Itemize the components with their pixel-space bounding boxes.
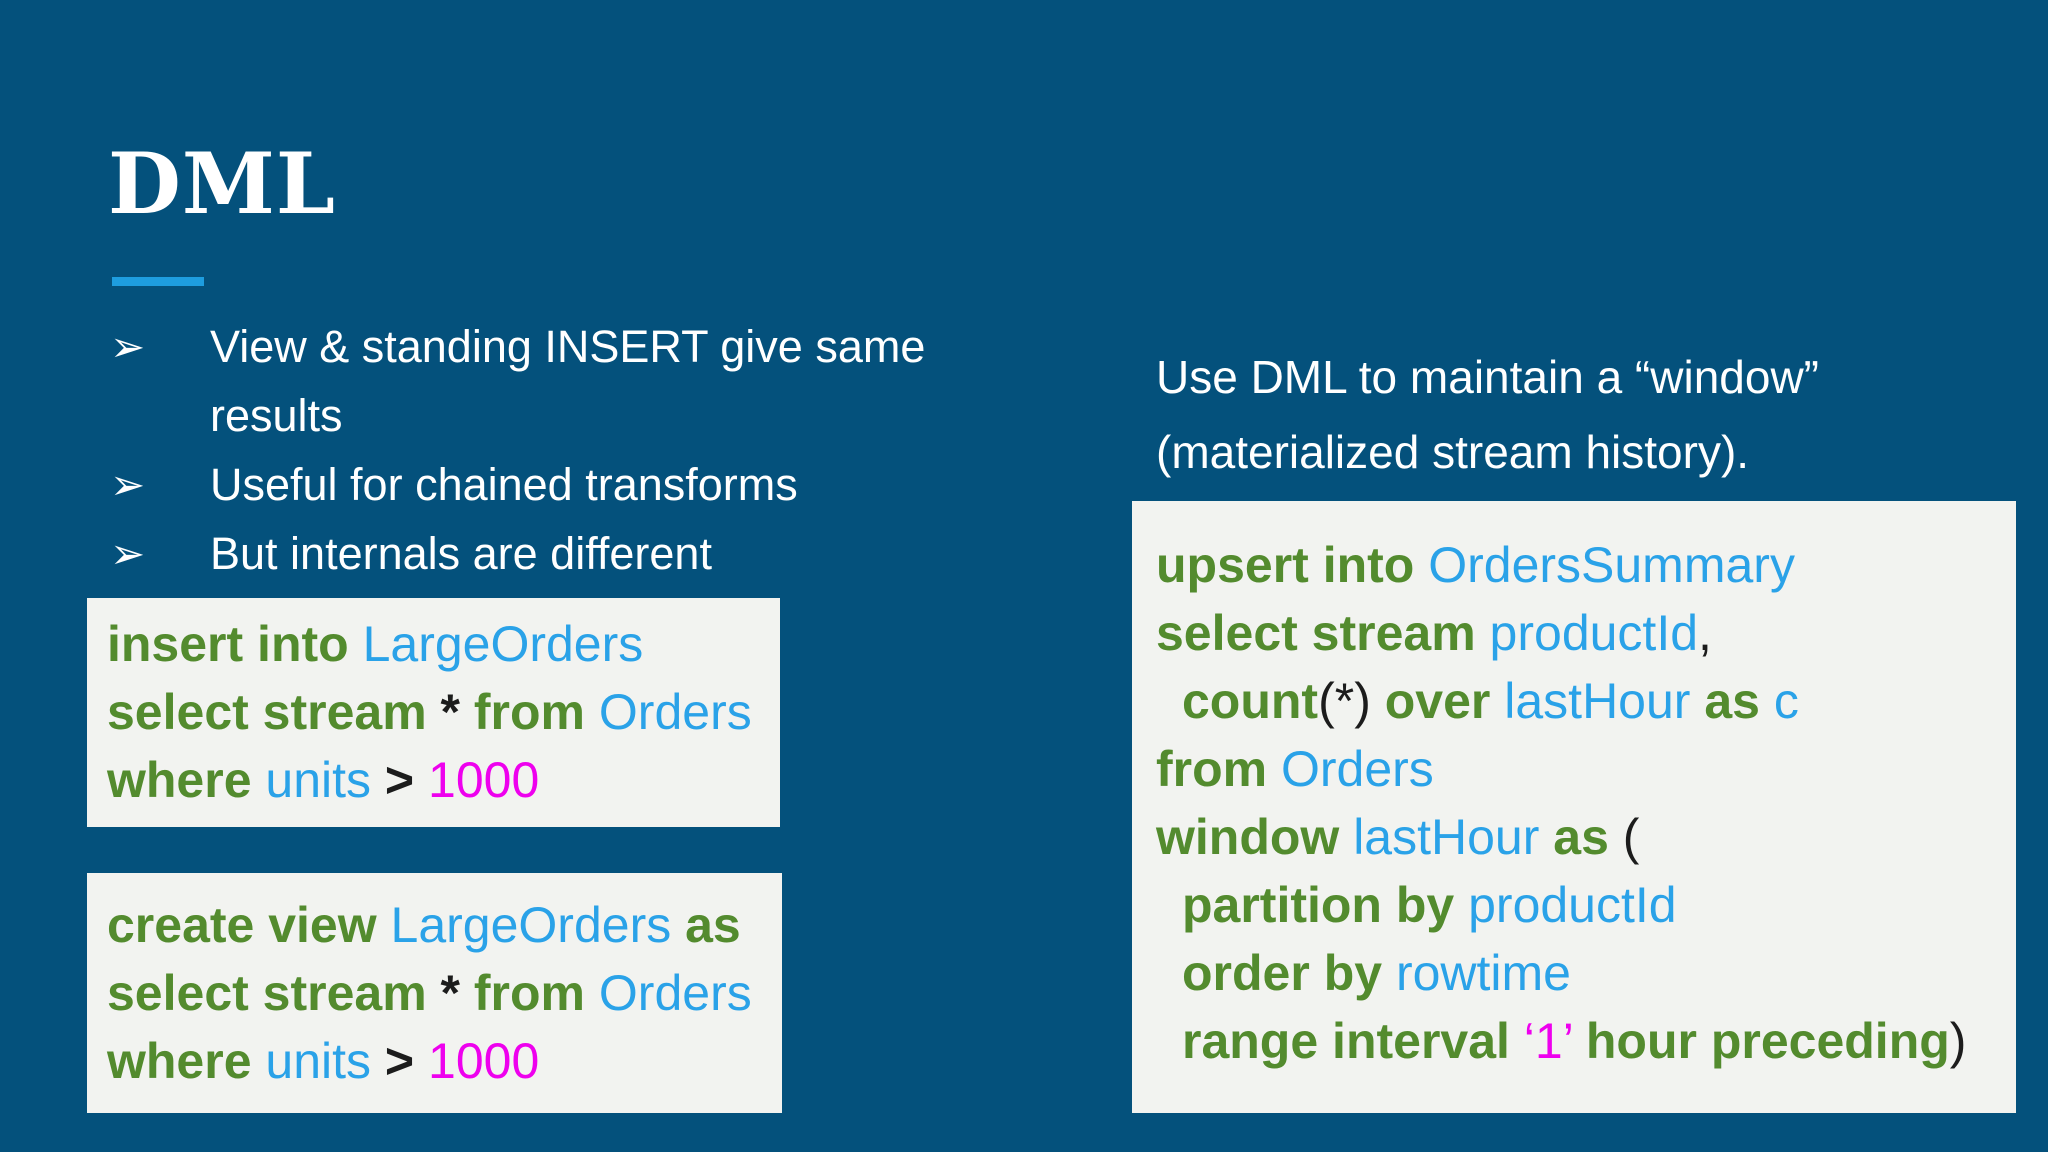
code-token: from [473, 684, 599, 740]
code-token: productId [1468, 877, 1677, 933]
code-token: units [265, 1033, 385, 1089]
bullet-item: ➢ View & standing INSERT give same resul… [110, 312, 1010, 450]
code-line: upsert into OrdersSummary [1156, 531, 1992, 599]
code-line: count(*) over lastHour as c [1182, 667, 1992, 735]
code-token: * [440, 684, 474, 740]
code-token: upsert into [1156, 537, 1429, 593]
code-token: c [1773, 673, 1799, 729]
code-token: select stream [1156, 605, 1490, 661]
code-token: Orders [598, 965, 752, 1021]
bullet-text: View & standing INSERT give same results [210, 321, 926, 441]
bullet-list: ➢ View & standing INSERT give same resul… [110, 312, 1010, 588]
code-token: productId [1489, 605, 1699, 661]
code-token: from [1156, 741, 1281, 797]
code-token: lastHour [1353, 809, 1554, 865]
code-token: as [685, 897, 741, 953]
code-token: units [265, 752, 385, 808]
code-token: LargeOrders [390, 897, 686, 953]
title-accent-bar [112, 277, 204, 286]
code-token: > [384, 1033, 429, 1089]
code-token: as [1553, 809, 1623, 865]
code-token: order by [1182, 945, 1396, 1001]
code-token: * [440, 965, 474, 1021]
code-line: select stream productId, [1156, 599, 1992, 667]
code-token: Orders [598, 684, 752, 740]
code-line: where units > 1000 [107, 1027, 762, 1095]
code-token: ) [1949, 1013, 1967, 1069]
code-token: 1000 [428, 752, 540, 808]
code-token: lastHour [1504, 673, 1705, 729]
code-line: create view LargeOrders as [107, 891, 762, 959]
code-line: select stream * from Orders [107, 959, 762, 1027]
code-line: range interval ‘1’ hour preceding) [1182, 1007, 1992, 1075]
code-token: OrdersSummary [1428, 537, 1795, 593]
code-line: where units > 1000 [107, 746, 760, 814]
bullet-item: ➢ Useful for chained transforms [110, 450, 1010, 519]
code-line: from Orders [1156, 735, 1992, 803]
bullet-arrow-icon: ➢ [110, 461, 146, 508]
code-line: window lastHour as ( [1156, 803, 1992, 871]
code-line: partition by productId [1182, 871, 1992, 939]
code-token: partition by [1182, 877, 1469, 933]
bullet-text: But internals are different [210, 528, 712, 579]
code-token: 1000 [428, 1033, 540, 1089]
code-line: order by rowtime [1182, 939, 1992, 1007]
code-token: ( [1622, 809, 1640, 865]
bullet-text: Useful for chained transforms [210, 459, 798, 510]
code-token: create view [107, 897, 391, 953]
code-token: count [1182, 673, 1319, 729]
note-line: (materialized stream history). [1156, 426, 1750, 478]
code-line: insert into LargeOrders [107, 610, 760, 678]
bullet-arrow-icon: ➢ [110, 323, 146, 370]
code-line: select stream * from Orders [107, 678, 760, 746]
code-token: rowtime [1395, 945, 1571, 1001]
code-token: where [107, 1033, 266, 1089]
code-token: range interval [1182, 1013, 1524, 1069]
code-token: , [1698, 605, 1712, 661]
code-token: from [473, 965, 599, 1021]
code-token: (*) [1318, 673, 1385, 729]
code-token: Orders [1281, 741, 1434, 797]
code-token: ‘1’ [1523, 1013, 1586, 1069]
note-line: Use DML to maintain a “window” [1156, 351, 1819, 403]
bullet-arrow-icon: ➢ [110, 530, 146, 577]
code-token: where [107, 752, 266, 808]
code-token: > [384, 752, 429, 808]
bullet-item: ➢ But internals are different [110, 519, 1010, 588]
code-token: select stream [107, 684, 441, 740]
code-token: hour preceding [1585, 1013, 1950, 1069]
code-token: over [1384, 673, 1505, 729]
slide-title: DML [108, 134, 336, 233]
code-token: select stream [107, 965, 441, 1021]
code-token: insert into [107, 616, 363, 672]
code-token: as [1704, 673, 1774, 729]
note-text: Use DML to maintain a “window” (material… [1156, 340, 1819, 490]
code-token: LargeOrders [362, 616, 644, 672]
code-token: window [1156, 809, 1354, 865]
